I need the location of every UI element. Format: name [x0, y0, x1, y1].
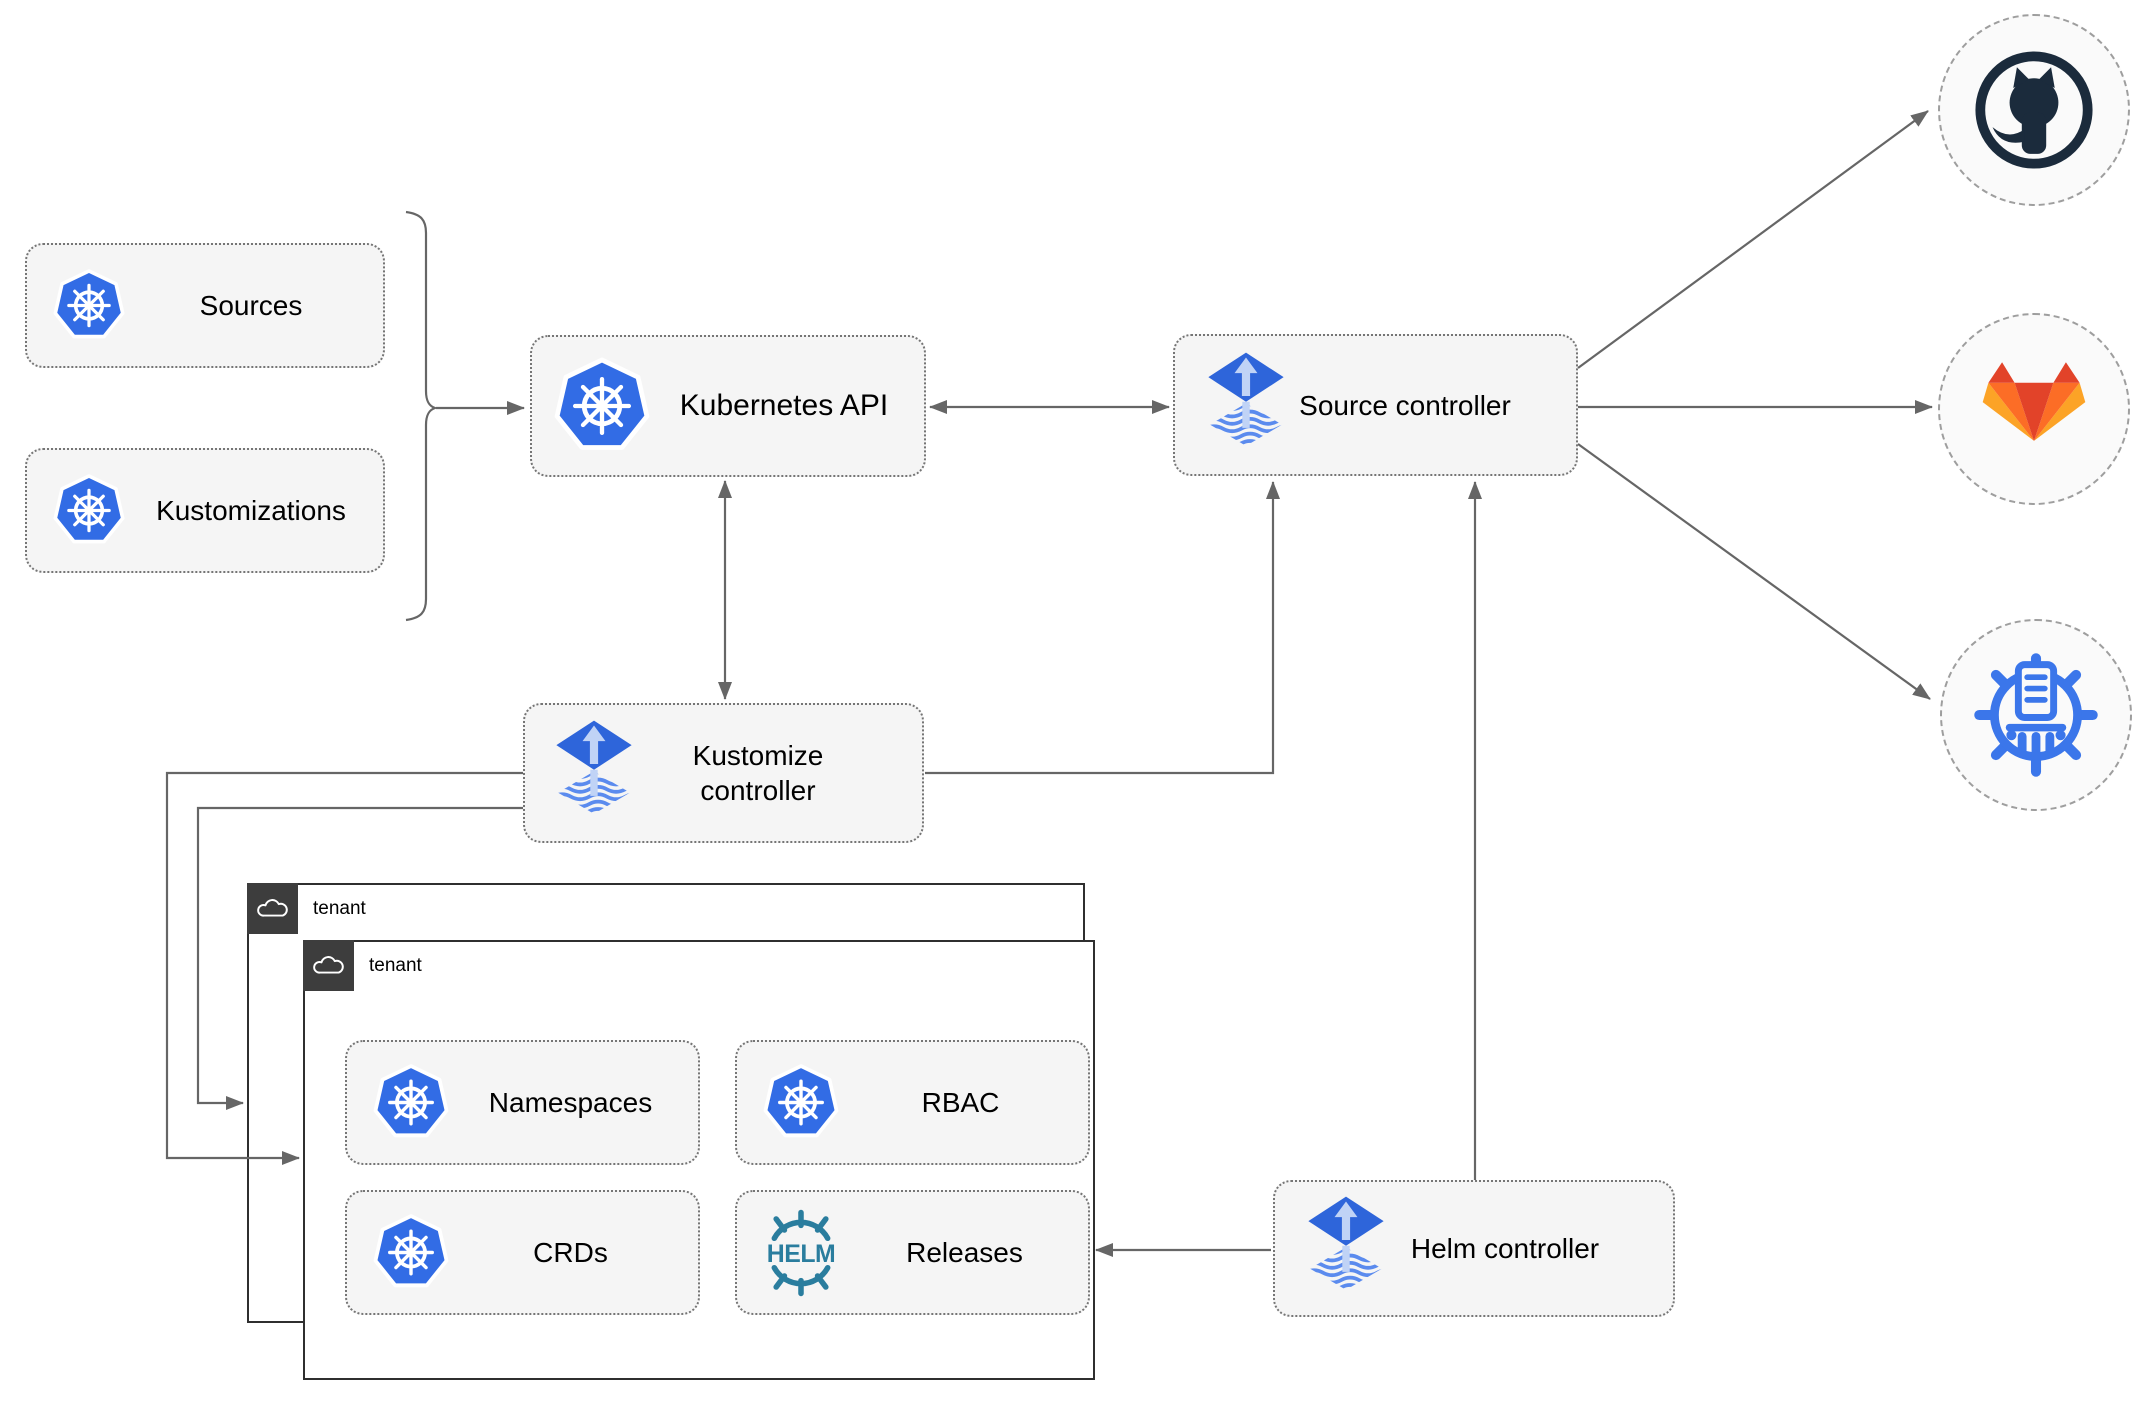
- node-kustomize-controller: Kustomize controller: [523, 703, 924, 843]
- helm-wordmark: HELM: [767, 1241, 836, 1268]
- node-releases: HELM Releases: [735, 1190, 1090, 1315]
- cloud-icon: [312, 954, 346, 977]
- cloud-icon: [256, 897, 290, 920]
- gitlab-node: [1938, 313, 2130, 505]
- github-icon: [1973, 49, 2095, 171]
- helm-repository-node: [1940, 619, 2132, 811]
- node-kubernetes-api-label: Kubernetes API: [679, 389, 889, 423]
- cloud-tab: [303, 940, 354, 991]
- kubernetes-icon: [763, 1063, 839, 1142]
- node-sources: Sources: [25, 243, 385, 368]
- node-crds-label: CRDs: [533, 1237, 608, 1268]
- node-namespaces: Namespaces: [345, 1040, 700, 1165]
- node-crds: CRDs: [345, 1190, 700, 1315]
- kubernetes-icon: [554, 356, 650, 456]
- tenant-back-label: tenant: [313, 897, 366, 919]
- node-kustomize-controller-label: Kustomize controller: [692, 740, 824, 806]
- node-helm-controller-label: Helm controller: [1410, 1233, 1600, 1264]
- node-kubernetes-api: Kubernetes API: [530, 335, 926, 477]
- helm-icon: HELM: [767, 1209, 836, 1296]
- node-sources-label: Sources: [199, 290, 303, 321]
- chartmuseum-icon: [1973, 652, 2099, 778]
- github-node: [1938, 14, 2130, 206]
- flux-icon: [1305, 1195, 1387, 1303]
- gitlab-icon: [1977, 352, 2091, 466]
- node-kustomizations-label: Kustomizations: [156, 495, 346, 526]
- node-namespaces-label: Namespaces: [488, 1087, 653, 1118]
- flux-icon: [553, 719, 635, 827]
- node-source-controller-label: Source controller: [1299, 389, 1511, 421]
- node-rbac: RBAC: [735, 1040, 1090, 1165]
- brace-sources-group: [405, 210, 439, 622]
- node-helm-controller: Helm controller: [1273, 1180, 1675, 1317]
- cloud-tab: [247, 883, 298, 934]
- kubernetes-icon: [53, 473, 125, 548]
- kubernetes-icon: [373, 1063, 449, 1142]
- node-source-controller: Source controller: [1173, 334, 1578, 476]
- edge-source-controller-to-github: [1577, 110, 1929, 369]
- edge-source-controller-to-helm-repository: [1577, 443, 1931, 700]
- node-rbac-label: RBAC: [921, 1087, 1000, 1118]
- node-releases-label: Releases: [906, 1237, 1023, 1268]
- node-kustomizations: Kustomizations: [25, 448, 385, 573]
- flux-icon: [1205, 351, 1287, 459]
- tenant-front-label: tenant: [369, 954, 422, 976]
- kubernetes-icon: [53, 268, 125, 343]
- edge-kustomize-controller-to-source-controller: [925, 481, 1280, 775]
- kubernetes-icon: [373, 1213, 449, 1292]
